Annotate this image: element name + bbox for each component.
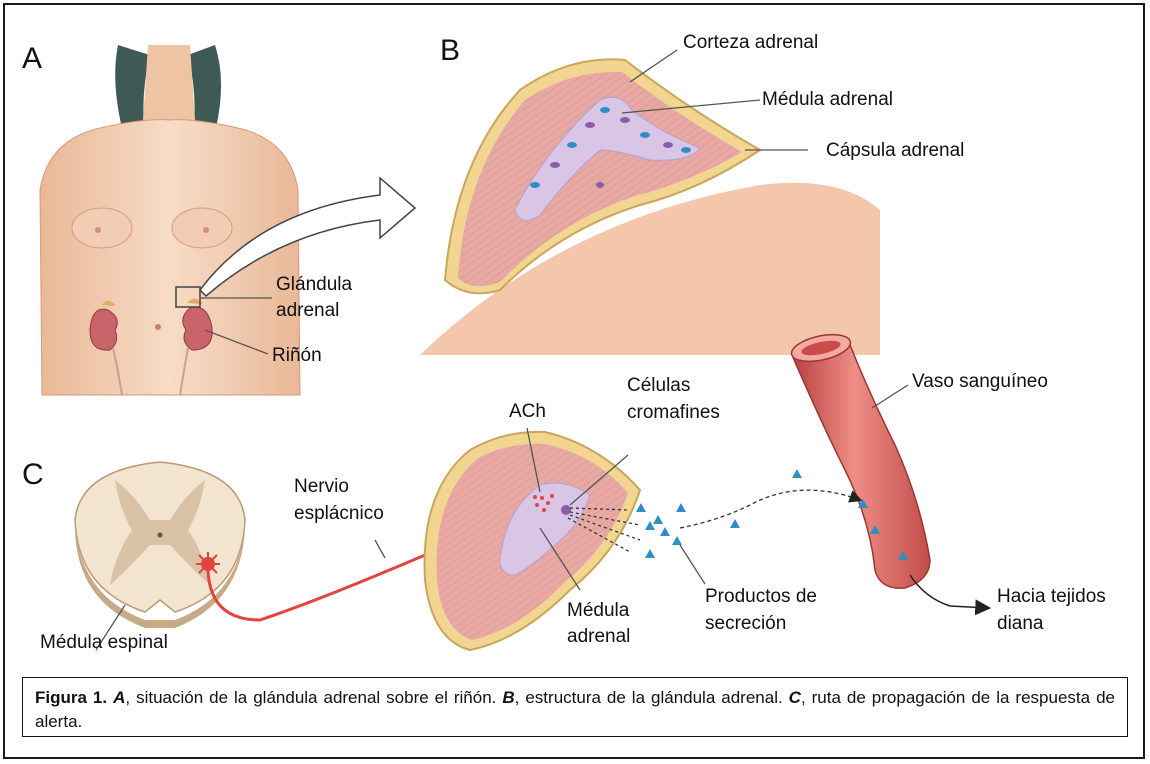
label-celulas-1: Células bbox=[627, 373, 690, 399]
label-glandula-1: Glándula bbox=[276, 272, 352, 298]
caption-t1: , situación de la glándula adrenal sobre… bbox=[125, 688, 502, 707]
label-vaso: Vaso sanguíneo bbox=[912, 369, 1048, 395]
neck bbox=[143, 45, 195, 120]
breast-right bbox=[172, 208, 232, 248]
label-glandula-2: adrenal bbox=[276, 298, 339, 324]
label-medula-c-2: adrenal bbox=[567, 624, 630, 650]
central-canal bbox=[158, 533, 163, 538]
nipple-right bbox=[203, 227, 209, 233]
flow-path bbox=[680, 490, 860, 528]
leader-nervio bbox=[375, 540, 385, 558]
navel bbox=[155, 324, 161, 330]
caption-fig: Figura 1. bbox=[35, 688, 107, 707]
secretion-granules bbox=[636, 469, 802, 558]
panel-a-illustration bbox=[40, 45, 300, 395]
label-productos-2: secreción bbox=[705, 611, 786, 637]
panel-label-b: B bbox=[440, 34, 460, 68]
caption-b: B bbox=[502, 688, 514, 707]
panel-label-c: C bbox=[22, 458, 44, 492]
kidney-left bbox=[90, 309, 117, 350]
caption-t2: , estructura de la glándula adrenal. bbox=[515, 688, 789, 707]
label-corteza: Corteza adrenal bbox=[683, 30, 818, 56]
caption-c: C bbox=[789, 688, 801, 707]
label-medula-b: Médula adrenal bbox=[762, 87, 893, 113]
panel-label-a: A bbox=[22, 42, 42, 76]
leader-vaso bbox=[872, 385, 908, 408]
chromaffin-cell bbox=[561, 505, 571, 515]
blood-vessel bbox=[792, 345, 930, 588]
label-celulas-2: cromafines bbox=[627, 400, 720, 426]
caption-a: A bbox=[113, 688, 125, 707]
label-nervio-1: Nervio bbox=[294, 474, 349, 500]
label-ach: ACh bbox=[509, 399, 546, 425]
label-hacia-1: Hacia tejidos bbox=[997, 584, 1106, 610]
figure-caption: Figura 1. A, situación de la glándula ad… bbox=[22, 677, 1128, 737]
label-hacia-2: diana bbox=[997, 611, 1044, 637]
label-medula-espinal: Médula espinal bbox=[40, 630, 168, 656]
leader-corteza bbox=[630, 50, 677, 82]
label-nervio-2: esplácnico bbox=[294, 501, 384, 527]
label-rinon: Riñón bbox=[272, 343, 322, 369]
leader-productos bbox=[680, 545, 705, 584]
breast-left bbox=[72, 208, 132, 248]
label-medula-c-1: Médula bbox=[567, 598, 629, 624]
label-capsula: Cápsula adrenal bbox=[826, 138, 964, 164]
label-productos-1: Productos de bbox=[705, 584, 817, 610]
nipple-left bbox=[95, 227, 101, 233]
